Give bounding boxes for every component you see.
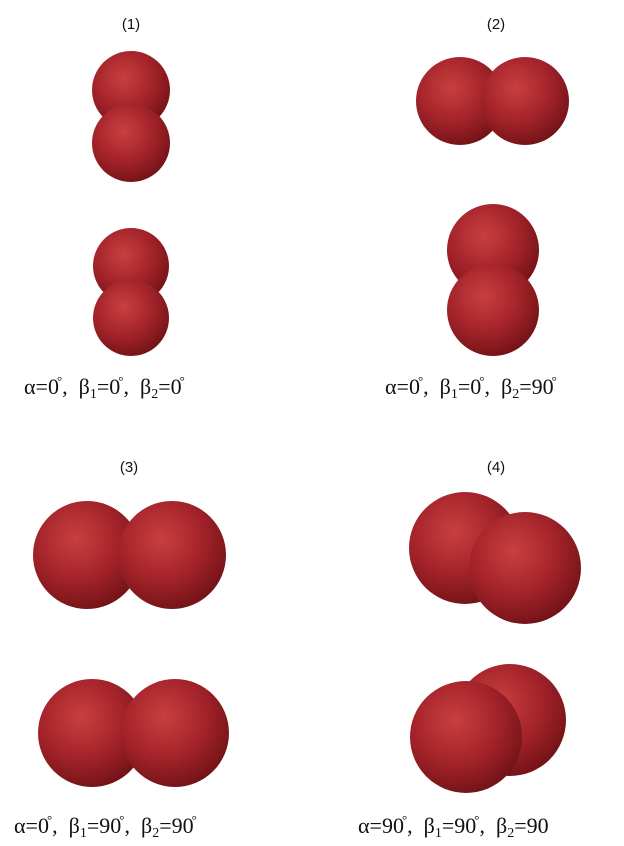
sphere	[481, 57, 569, 145]
panel-number: (4)	[486, 459, 506, 476]
sphere	[416, 57, 504, 145]
sphere	[33, 501, 141, 609]
panel-4-caption: α=90°, β1=90°, β2=90	[358, 812, 549, 841]
panel-number: (1)	[121, 16, 141, 33]
sphere	[469, 512, 581, 624]
sphere	[93, 280, 169, 356]
sphere	[38, 679, 146, 787]
panel-3-top-dimer	[33, 501, 226, 609]
sphere	[121, 679, 229, 787]
sphere	[93, 228, 169, 304]
panel-number: (3)	[119, 459, 139, 476]
panel-2-top-dimer	[416, 57, 569, 145]
panel-4-bottom-dimer	[410, 664, 566, 793]
panel-1-bottom-dimer	[93, 228, 169, 356]
panel-1-top-dimer	[92, 51, 170, 182]
panel-4-top-dimer	[409, 492, 581, 624]
panel-2-bottom-dimer	[447, 204, 539, 356]
panel-1-caption: α=0°, β1=0°, β2=0°	[24, 373, 185, 402]
panel-3-bottom-dimer	[38, 679, 229, 787]
panel-number: (2)	[486, 16, 506, 33]
panel-3-caption: α=0°, β1=90°, β2=90°	[14, 812, 197, 841]
sphere	[410, 681, 522, 793]
sphere	[92, 104, 170, 182]
sphere	[447, 264, 539, 356]
sphere	[118, 501, 226, 609]
panel-2-caption: α=0°, β1=0°, β2=90°	[385, 373, 557, 402]
